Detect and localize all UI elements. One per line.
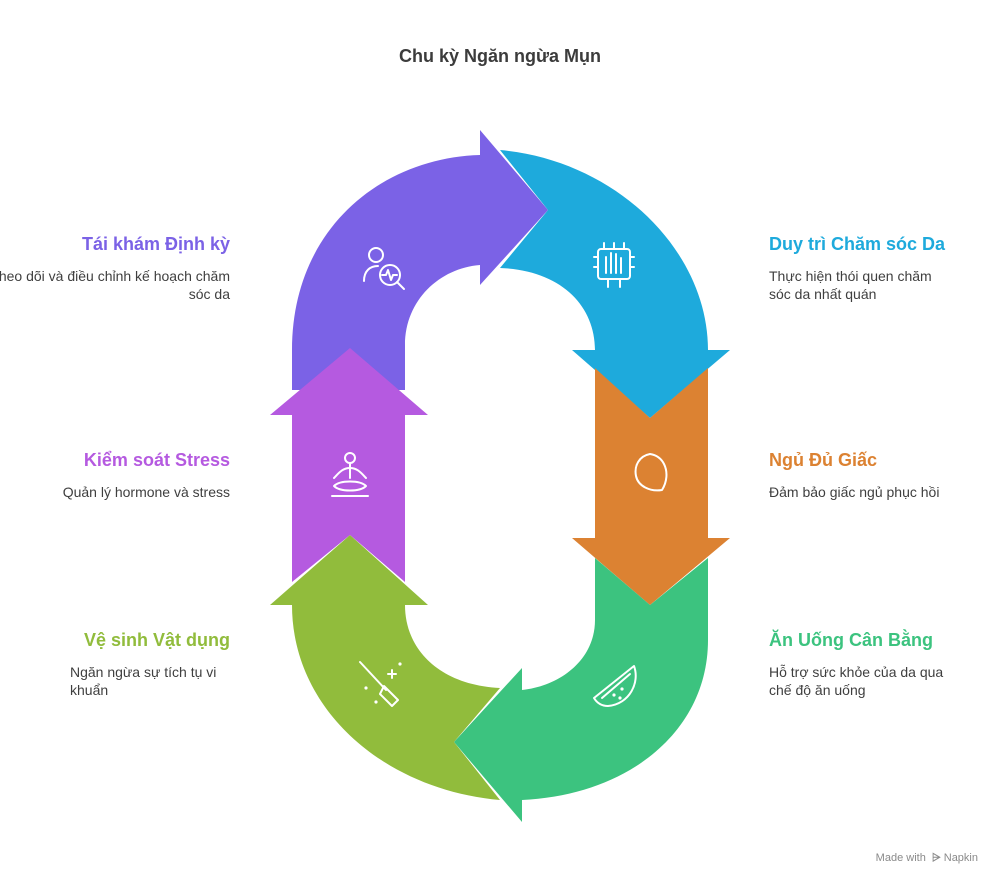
step-desc: Hỗ trợ sức khỏe của da qua chế độ ăn uốn… [769, 664, 944, 698]
broom-sparkle-icon [359, 661, 402, 707]
step-title: Tái khám Định kỳ [81, 234, 230, 254]
step-label-duy-tri: Duy trì Chăm sóc Da Thực hiện thói quen … [769, 233, 1000, 303]
watermelon-icon [593, 665, 637, 707]
step-desc: Ngăn ngừa sự tích tụ vi khuẩn [70, 664, 217, 698]
step-desc: Quản lý hormone và stress [62, 484, 230, 500]
step-title: Vệ sinh Vật dụng [83, 630, 230, 650]
made-with-footer: Made with ⩥ Napkin [876, 852, 978, 865]
step-label-kiem-soat-stress: Kiểm soát Stress Quản lý hormone và stre… [0, 449, 230, 501]
segment-ve-sinh [270, 535, 500, 800]
hand-chip-icon [593, 242, 635, 288]
step-desc: Theo dõi và điều chỉnh kế hoạch chăm sóc… [0, 268, 230, 302]
meditation-icon [331, 452, 369, 497]
step-label-ngu-du-giac: Ngủ Đủ Giấc Đảm bảo giấc ngủ phục hồi [769, 449, 1000, 501]
step-title: Duy trì Chăm sóc Da [769, 234, 946, 254]
step-desc: Thực hiện thói quen chăm sóc da nhất quá… [769, 268, 932, 302]
step-label-tai-kham: Tái khám Định kỳ Theo dõi và điều chỉnh … [0, 233, 230, 303]
made-with-text: Made with [875, 852, 926, 864]
segment-an-uong [454, 558, 708, 822]
napkin-logo-icon: ⩥ [931, 852, 941, 864]
segment-ngu-du-giac [572, 368, 730, 605]
person-search-icon [363, 247, 405, 290]
brand-name: Napkin [943, 852, 978, 864]
step-label-an-uong: Ăn Uống Cân Bằng Hỗ trợ sức khỏe của da … [769, 629, 1000, 699]
moon-icon [634, 453, 668, 492]
step-title: Ăn Uống Cân Bằng [769, 630, 933, 650]
step-label-ve-sinh: Vệ sinh Vật dụng Ngăn ngừa sự tích tụ vi… [0, 629, 230, 699]
diagram-title: Chu kỳ Ngăn ngừa Mụn [398, 46, 602, 66]
step-desc: Đảm bảo giấc ngủ phục hồi [769, 484, 940, 500]
step-title: Ngủ Đủ Giấc [769, 450, 878, 470]
segment-duy-tri [500, 150, 730, 418]
step-title: Kiểm soát Stress [83, 450, 230, 470]
segment-tai-kham [292, 130, 548, 390]
